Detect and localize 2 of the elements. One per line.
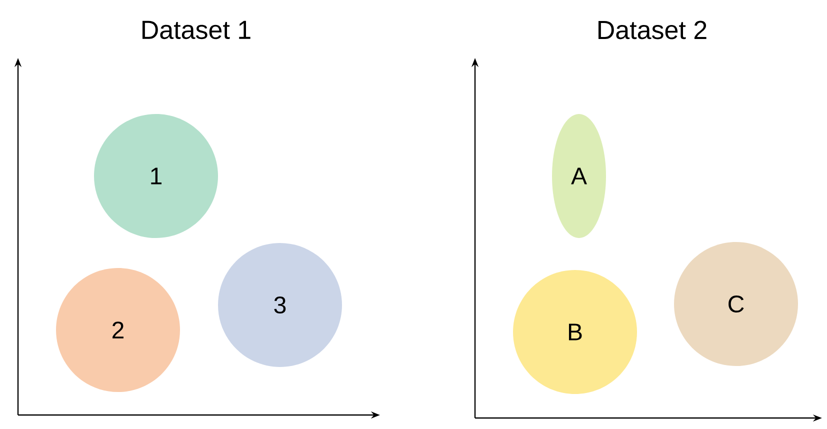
chart-title: Dataset 1 [142, 20, 250, 40]
chart-title: Dataset 2 [598, 20, 706, 40]
